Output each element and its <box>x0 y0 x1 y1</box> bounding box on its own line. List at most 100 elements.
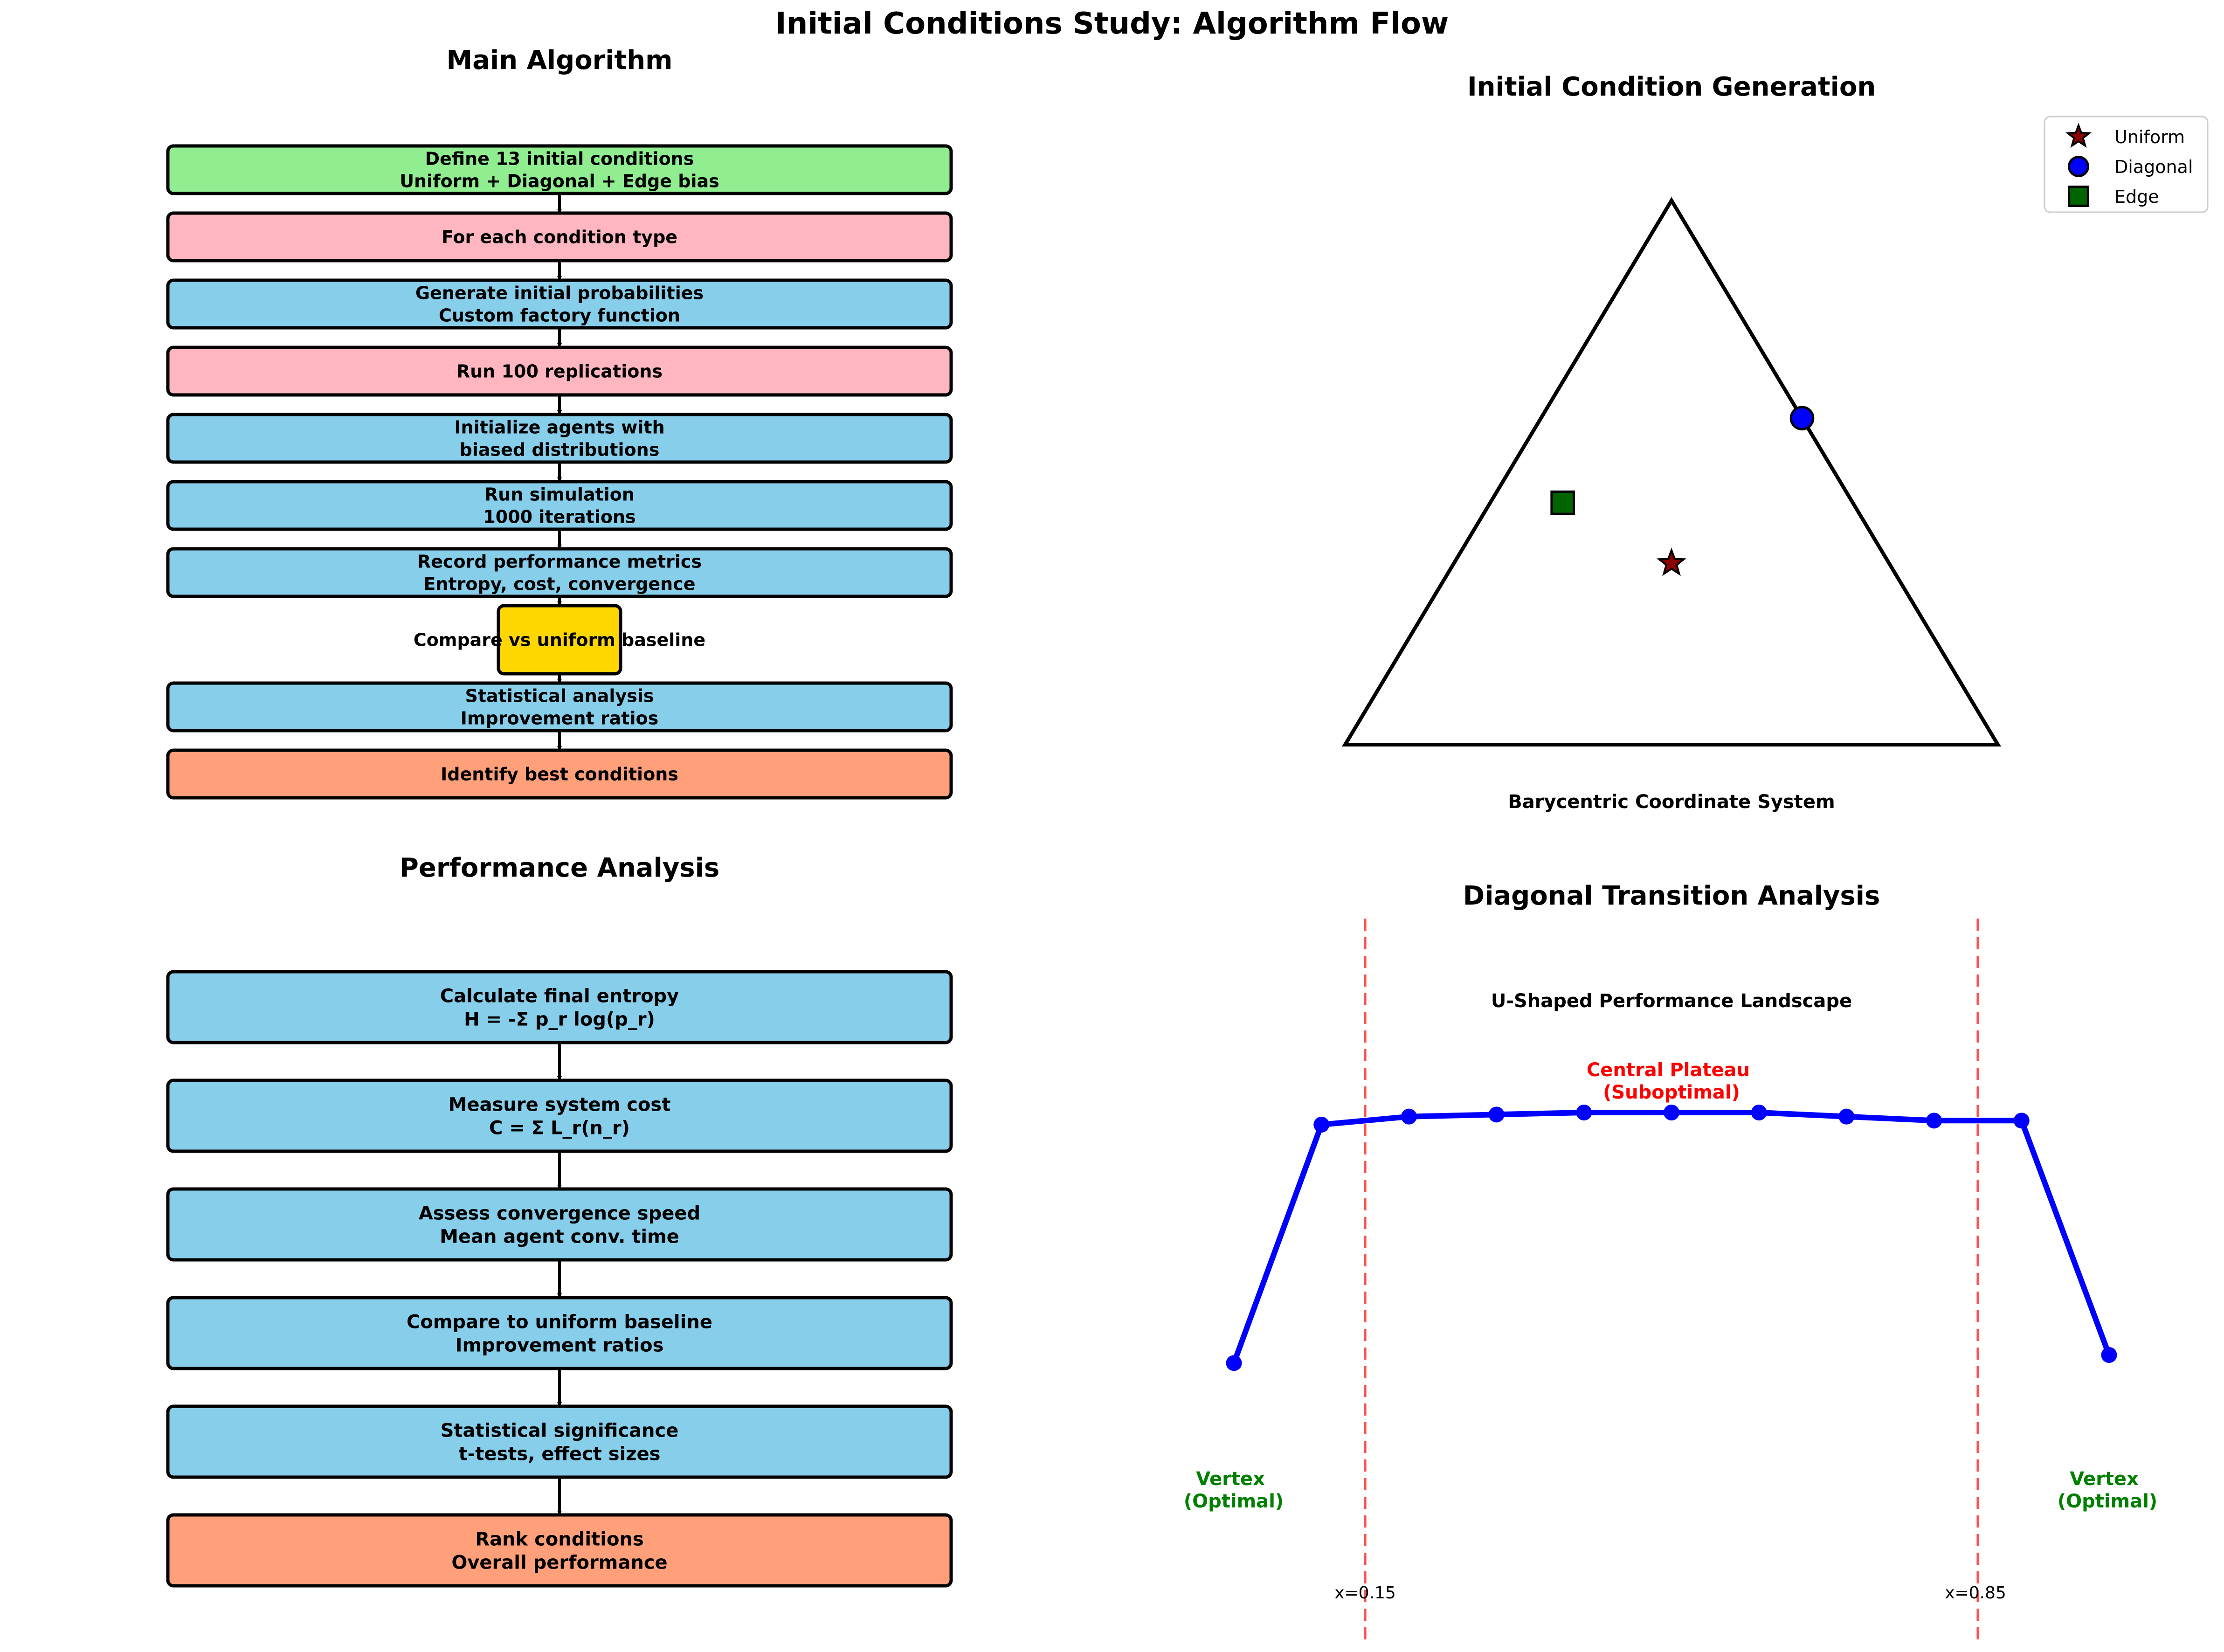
main-step-1-line-1: Define 13 initial conditions <box>425 149 694 169</box>
perf-step-5-line-1: Statistical significance <box>441 1420 679 1441</box>
data-point-1 <box>1226 1355 1242 1371</box>
main-step-6-line-2: 1000 iterations <box>483 507 635 527</box>
plateau-label: Central Plateau (Suboptimal) <box>1587 1059 1756 1103</box>
barycentric-caption: Barycentric Coordinate System <box>1508 791 1835 813</box>
main-step-9-line-1: Statistical analysis <box>465 686 654 706</box>
perf-step-box-3 <box>166 1187 953 1262</box>
figure-title: Initial Conditions Study: Algorithm Flow <box>775 7 1449 41</box>
diagonal-transition-title: Diagonal Transition Analysis <box>1463 881 1880 911</box>
main-step-4-line-1: Run 100 replications <box>456 361 663 382</box>
threshold-label-right: x=0.85 <box>1945 1583 2006 1603</box>
performance-analysis-panel: Performance Analysis Calculate final ent… <box>166 853 953 1588</box>
vertex-label-left: Vertex (Optimal) <box>1184 1468 1284 1512</box>
legend-label-uniform: Uniform <box>2114 127 2185 147</box>
main-step-5-line-1: Initialize agents with <box>454 417 664 438</box>
perf-step-1-line-2: H = -Σ p_r log(p_r) <box>464 1009 655 1030</box>
perf-step-4-line-1: Compare to uniform baseline <box>407 1311 712 1333</box>
diagonal-point-marker <box>1789 406 1815 431</box>
performance-analysis-title: Performance Analysis <box>400 853 719 883</box>
perf-step-6-line-1: Rank conditions <box>475 1528 643 1550</box>
main-step-8-line-1: Compare vs uniform baseline <box>414 630 705 650</box>
initial-condition-panel: Initial Condition Generation Barycentric… <box>1341 72 2209 813</box>
main-step-2-line-1: For each condition type <box>442 227 677 248</box>
vertex-label-right-line2: (Optimal) <box>2058 1491 2157 1512</box>
perf-step-box-4 <box>166 1296 953 1370</box>
data-point-2 <box>1313 1117 1330 1133</box>
vertex-label-right-line1: Vertex <box>2070 1468 2139 1490</box>
barycentric-triangle <box>1341 197 2002 747</box>
perf-step-2-line-1: Measure system cost <box>449 1094 671 1115</box>
perf-step-5-line-2: t-tests, effect sizes <box>459 1443 661 1465</box>
data-point-8 <box>1838 1108 1855 1125</box>
data-point-9 <box>1926 1113 1942 1129</box>
main-step-1-line-2: Uniform + Diagonal + Edge bias <box>400 171 719 192</box>
perf-step-box-6 <box>166 1513 953 1588</box>
data-point-7 <box>1751 1105 1767 1120</box>
legend-label-diagonal: Diagonal <box>2114 157 2193 177</box>
data-point-11 <box>2101 1347 2117 1363</box>
vertex-label-right: Vertex (Optimal) <box>2058 1468 2157 1512</box>
perf-step-box-2 <box>166 1078 953 1153</box>
barycentric-points <box>1550 406 1815 576</box>
legend-diagonal-circle-icon <box>2068 156 2089 177</box>
main-step-label-8: Compare vs uniform baseline <box>414 630 705 650</box>
perf-step-3-line-1: Assess convergence speed <box>419 1203 700 1224</box>
main-step-label-2: For each condition type <box>442 227 677 248</box>
main-step-7-line-1: Record performance metrics <box>417 552 702 572</box>
perf-step-2-line-2: C = Σ L_r(n_r) <box>489 1117 630 1139</box>
plateau-label-line2: (Suboptimal) <box>1603 1082 1740 1103</box>
diagonal-transition-panel: Diagonal Transition Analysis U-Shaped Pe… <box>1184 881 2157 1646</box>
diagonal-chart <box>1226 919 2117 1646</box>
edge-point-marker <box>1550 491 1575 515</box>
perf-step-6-line-2: Overall performance <box>451 1552 667 1573</box>
data-point-3 <box>1401 1108 1417 1125</box>
plateau-label-line1: Central Plateau <box>1587 1059 1750 1081</box>
main-algorithm-title: Main Algorithm <box>447 45 673 76</box>
diagonal-transition-subtitle: U-Shaped Performance Landscape <box>1491 990 1852 1012</box>
legend-edge-square-icon <box>2068 186 2089 207</box>
main-step-6-line-1: Run simulation <box>484 484 635 505</box>
main-step-9-line-2: Improvement ratios <box>461 708 658 729</box>
vertex-label-left-line1: Vertex <box>1196 1468 1265 1490</box>
data-point-4 <box>1488 1106 1505 1123</box>
main-step-5-line-2: biased distributions <box>460 440 660 460</box>
threshold-label-left: x=0.15 <box>1334 1583 1396 1603</box>
data-point-10 <box>2013 1113 2030 1129</box>
perf-step-box-1 <box>166 970 953 1044</box>
main-step-label-10: Identify best conditions <box>441 764 678 785</box>
main-step-3-line-2: Custom factory function <box>439 305 680 326</box>
uniform-point-marker <box>1656 547 1687 576</box>
perf-step-box-5 <box>166 1404 953 1479</box>
main-step-7-line-2: Entropy, cost, convergence <box>423 574 695 594</box>
vertex-label-left-line2: (Optimal) <box>1184 1491 1284 1512</box>
data-point-6 <box>1664 1105 1679 1120</box>
perf-step-4-line-2: Improvement ratios <box>456 1334 664 1356</box>
legend-uniform-star-icon <box>2065 123 2092 148</box>
initial-condition-title: Initial Condition Generation <box>1467 72 1876 102</box>
data-point-5 <box>1576 1105 1592 1120</box>
main-algorithm-panel: Main Algorithm Define 13 initial conditi… <box>166 45 953 800</box>
perf-step-1-line-1: Calculate final entropy <box>440 985 679 1007</box>
legend-label-edge: Edge <box>2114 187 2159 207</box>
main-step-3-line-1: Generate initial probabilities <box>415 283 704 304</box>
main-step-label-4: Run 100 replications <box>456 361 663 382</box>
main-step-10-line-1: Identify best conditions <box>441 764 678 785</box>
perf-step-3-line-2: Mean agent conv. time <box>440 1226 679 1247</box>
